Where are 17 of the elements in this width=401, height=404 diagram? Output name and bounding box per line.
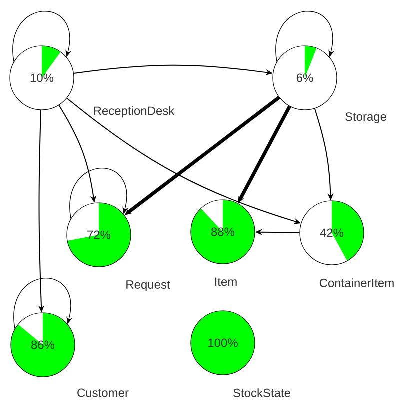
arrow [70,168,128,220]
arrow [14,278,72,330]
arrow [12,11,72,62]
pie-chart-node: 10% [10,46,74,110]
node-label: Storage [346,112,386,124]
node-label: ContainerItem [320,278,394,288]
node-label: Item [215,278,237,286]
pie-chart-node: 72% [66,202,132,268]
pie-chart-node: 100% [190,310,256,376]
pie-chart-node: 6% [272,46,338,110]
pie-chart-node: 88% [190,200,256,264]
pie-chart-node: 86% [10,312,76,378]
arrow [276,11,334,62]
node-label: Customer [78,388,129,398]
node-label: ReceptionDesk [94,106,175,118]
node-label: StockState [234,388,290,398]
node-label: Request [126,280,170,292]
